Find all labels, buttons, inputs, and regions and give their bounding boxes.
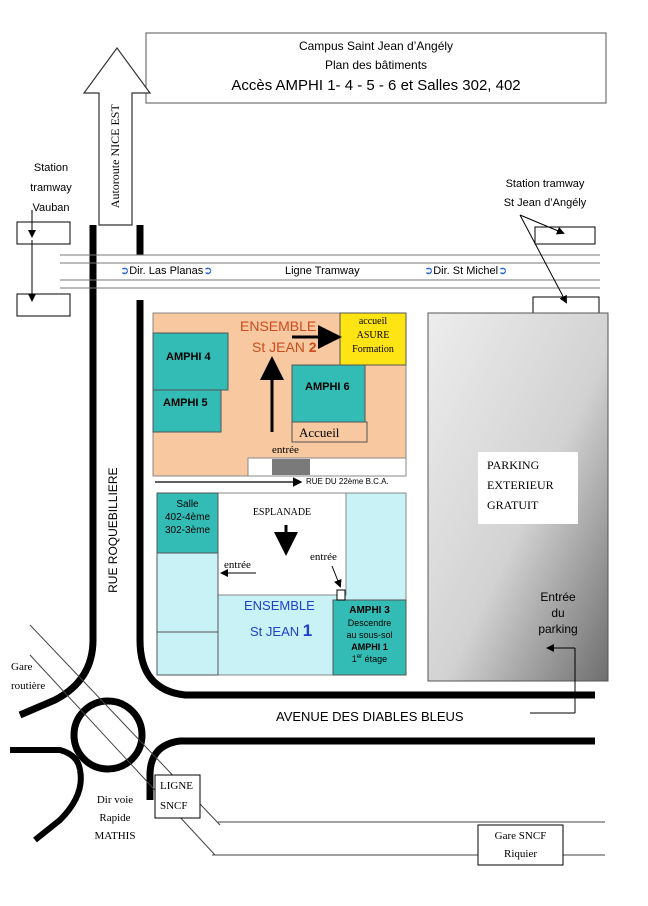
entree-right-label: entrée [310, 551, 337, 563]
ensemble2-title-1: ENSEMBLE [240, 318, 317, 334]
parking-entry-label-1: Entrée [540, 590, 576, 604]
ensemble1-title-2: St JEAN 1 [250, 621, 313, 640]
parking-label-3: GRATUIT [487, 498, 539, 512]
amphi6-label: AMPHI 6 [305, 381, 350, 393]
station-stjean-platform-top [534, 226, 596, 245]
title-line-3: Accès AMPHI 1- 4 - 5 - 6 et Salles 302, … [231, 77, 521, 94]
amphi5-label: AMPHI 5 [163, 397, 208, 409]
salle-label-2: 402-4ème [164, 512, 211, 523]
tram-arrow-icon: ➲ [424, 265, 434, 277]
ligne-sncf-label-1: LIGNE [160, 780, 193, 792]
autoroute-arrow [82, 46, 152, 226]
ligne-sncf-box [154, 774, 201, 819]
road-left-vertical [18, 225, 97, 719]
station-vauban-platform-top [16, 221, 71, 245]
gare-sncf-label-1: Gare SNCF [494, 830, 547, 842]
station-stjean-platform-bottom [532, 296, 600, 315]
parking-entry-label-3: parking [538, 622, 578, 636]
amphi3-label: AMPHI 3 [349, 605, 390, 616]
dir-st-michel-label: ➲Dir. St Michel➲ [424, 265, 508, 277]
avenue-lower [146, 737, 595, 800]
asure-label-2: ASURE [356, 330, 390, 341]
amphi4-label: AMPHI 4 [166, 351, 211, 363]
gare-routiere-label-2: routière [11, 680, 46, 692]
entrance-strip [247, 457, 407, 477]
parking-label-box [478, 452, 578, 524]
gare-sncf-label-2: Riquier [504, 848, 537, 860]
entree-left-label: entrée [224, 559, 251, 571]
autoroute-label: Autoroute NICE EST [107, 104, 122, 209]
avenue-label: AVENUE DES DIABLES BLEUS [276, 709, 464, 724]
parking-entry-label-2: du [551, 606, 565, 620]
tram-arrow-icon: ➲ [203, 265, 213, 277]
gare-routiere-label-1: Gare [11, 661, 33, 673]
ligne-sncf-label-2: SNCF [160, 800, 188, 812]
ensemble1-title-1: ENSEMBLE [244, 598, 315, 613]
dir-voie-label-1: Dir voie [96, 794, 134, 806]
tram-arrow-icon: ➲ [498, 265, 508, 277]
entree-ensemble2-label: entrée [272, 444, 299, 456]
amphi3-note-2: au sous-sol [346, 630, 393, 640]
station-vauban-label-2: tramway [30, 182, 72, 194]
ensemble1-left-wing-a [156, 552, 219, 633]
esplanade-label: ESPLANADE [252, 507, 312, 518]
parking-label-2: EXTERIEUR [487, 478, 554, 492]
station-stjean-label-1: Station tramway [505, 178, 585, 190]
rue-22eme-label: RUE DU 22ème B.C.A. [306, 477, 389, 486]
title-line-2: Plan des bâtiments [324, 58, 428, 72]
dir-las-planas-label: ➲Dir. Las Planas➲ [120, 265, 213, 277]
road-right-vertical [136, 225, 595, 699]
dir-voie-label-3: MATHIS [94, 830, 136, 842]
station-vauban-label-1: Station [33, 162, 69, 174]
amphi1-label: AMPHI 1 [351, 642, 388, 652]
asure-label-3: Formation [352, 344, 394, 355]
amphi5-building [152, 389, 222, 433]
salle-label-3: 302-3ème [164, 525, 211, 536]
salle-label-1: Salle [176, 499, 199, 510]
asure-label-1: accueil [358, 316, 388, 327]
tram-line-label: Ligne Tramway [285, 265, 360, 277]
station-stjean-label-2: St Jean d’Angély [503, 197, 587, 209]
salle-building [156, 492, 219, 554]
station-vauban-label-3: Vauban [32, 202, 70, 214]
dir-voie-label-2: Rapide [99, 812, 131, 824]
stairs [336, 589, 346, 601]
road-lower-left [10, 747, 84, 843]
rue-roquebilliere-label: RUE ROQUEBILLIERE [105, 467, 120, 593]
ensemble1-left-wing-b [156, 631, 219, 676]
gare-sncf-box [477, 824, 564, 866]
parking-label-1: PARKING [487, 458, 540, 472]
tram-arrow-icon: ➲ [120, 265, 130, 277]
amphi3-building [332, 599, 407, 676]
station-vauban-platform-bottom [16, 293, 71, 317]
accueil-box [291, 421, 368, 443]
amphi6-building [291, 364, 366, 423]
title-line-1: Campus Saint Jean d’Angély [298, 39, 454, 53]
title-box [145, 32, 607, 104]
accueil-label: Accueil [299, 425, 340, 440]
roundabout [70, 697, 146, 773]
asure-box [339, 312, 407, 366]
amphi1-floor: 1er étage [351, 654, 388, 664]
ensemble2-title-2: St JEAN 2 [252, 339, 317, 355]
amphi3-note-1: Descendre [347, 618, 392, 628]
tram-lines [60, 254, 600, 289]
entrance-door [272, 459, 310, 475]
